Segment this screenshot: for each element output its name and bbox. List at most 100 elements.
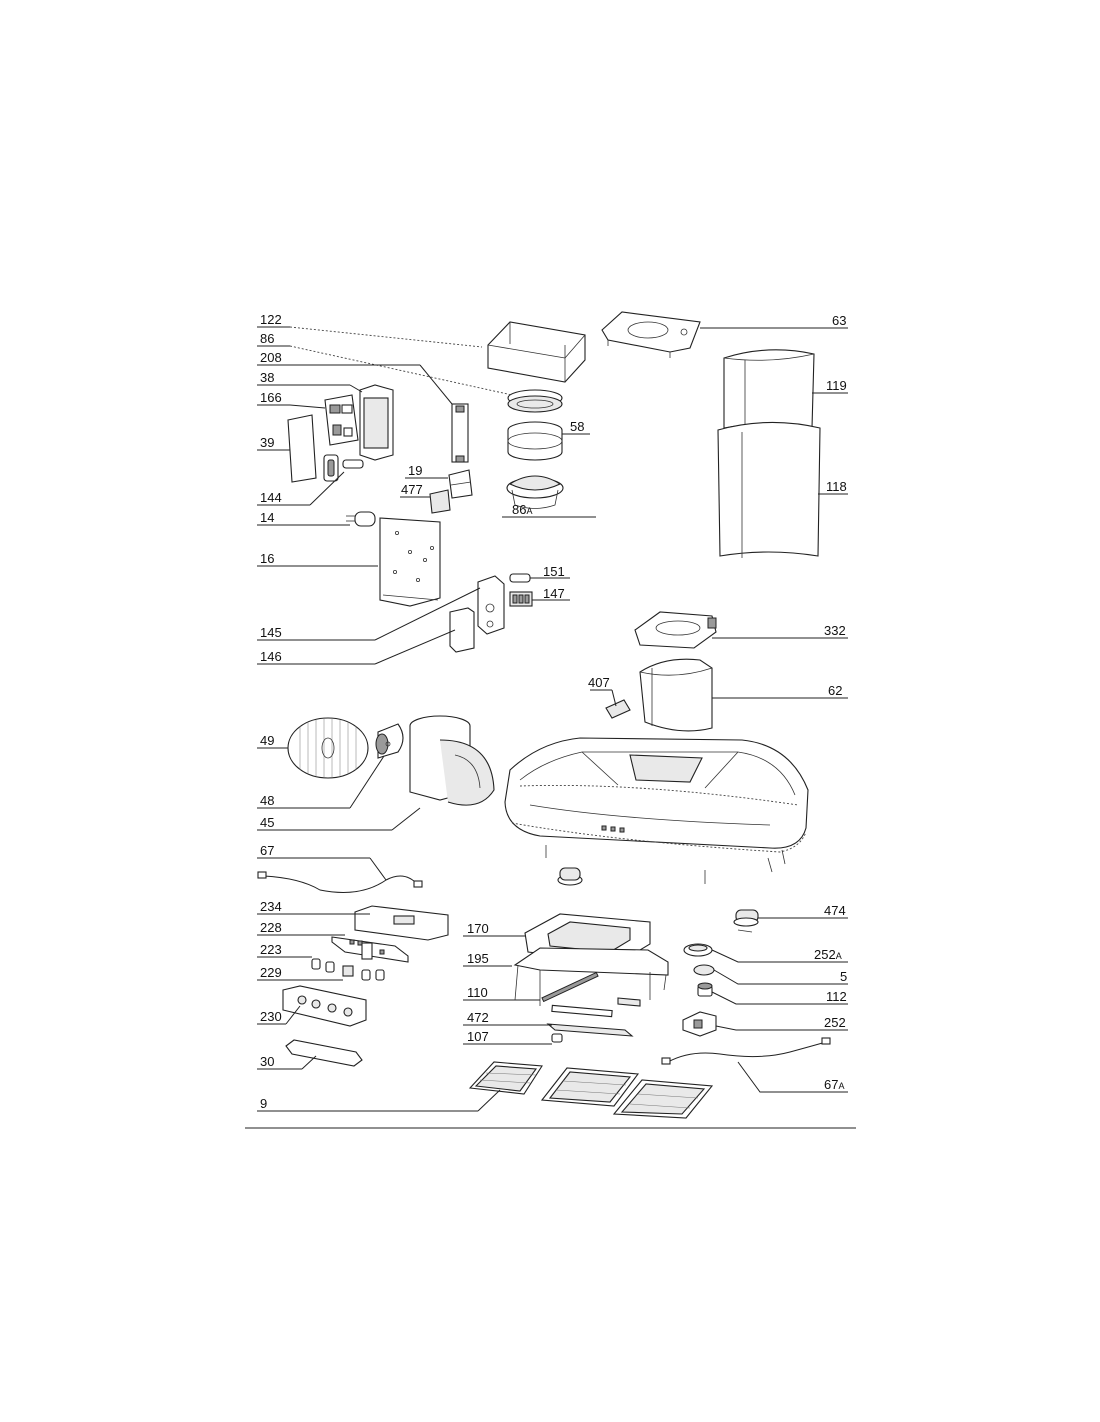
label-147: 147 — [543, 586, 565, 601]
label-229: 229 — [260, 965, 282, 980]
label-9: 9 — [260, 1096, 267, 1111]
label-234: 234 — [260, 899, 282, 914]
label-30: 30 — [260, 1054, 274, 1069]
part-332-motor-adapter — [634, 611, 717, 649]
part-45-blower-housing — [409, 715, 495, 806]
label-63: 63 — [832, 313, 846, 328]
part-5-lamp-glass — [693, 964, 715, 976]
part-228-switch-board — [331, 936, 409, 963]
label-195: 195 — [467, 951, 489, 966]
label-119: 119 — [826, 378, 847, 393]
label-166: 166 — [260, 390, 282, 405]
label-14: 14 — [260, 510, 274, 525]
label-107: 107 — [467, 1029, 489, 1044]
part-477-cover — [429, 489, 451, 514]
part-145-switch-block — [477, 575, 505, 635]
part-119-upper-chimney — [723, 349, 815, 429]
hood-screws — [545, 845, 786, 884]
part-67-cable — [257, 871, 423, 893]
part-48-motor — [375, 723, 404, 759]
label-223: 223 — [260, 942, 282, 957]
label-122: 122 — [260, 312, 282, 327]
part-86a-flap-valve — [506, 475, 564, 509]
part-39-cover-plate — [287, 414, 317, 483]
part-144-rocker-switches — [323, 454, 364, 482]
part-62-motor-housing — [639, 658, 713, 732]
label-86a-suffix: A — [526, 506, 532, 516]
part-252-lamp-socket — [682, 1011, 717, 1037]
label-477: 477 — [401, 482, 423, 497]
label-112: 112 — [826, 989, 847, 1004]
part-118-lower-chimney — [717, 421, 821, 558]
part-86-carbon-ring — [507, 389, 563, 413]
part-110-light-strip — [541, 971, 599, 1003]
part-19-bracket — [448, 469, 473, 499]
label-145: 145 — [260, 625, 282, 640]
part-9-grease-filter-center — [540, 1067, 640, 1107]
label-230: 230 — [260, 1009, 282, 1024]
label-86a: 86A — [512, 502, 532, 517]
label-472: 472 — [467, 1010, 489, 1025]
label-252a-suffix: A — [836, 951, 842, 961]
part-407-bracket — [605, 699, 631, 719]
part-223-small-knobs — [311, 958, 335, 973]
part-151-connector — [509, 573, 531, 583]
label-170: 170 — [467, 921, 489, 936]
hood-canopy — [504, 737, 809, 853]
label-16: 16 — [260, 551, 274, 566]
part-146-cover — [449, 607, 475, 653]
label-67a-number: 67 — [824, 1077, 838, 1092]
label-5: 5 — [840, 969, 847, 984]
part-252a-lamp-ring — [683, 943, 713, 957]
part-147-terminal-strip — [509, 591, 533, 607]
lamp-holder-left — [557, 867, 583, 886]
part-208-light-transformer — [451, 403, 469, 463]
part-229-push-buttons — [342, 965, 385, 981]
part-16-mounting-plate — [379, 517, 441, 607]
part-195-support-frame — [513, 947, 669, 1007]
label-39: 39 — [260, 435, 274, 450]
label-38: 38 — [260, 370, 274, 385]
label-252a-number: 252 — [814, 947, 836, 962]
label-62: 62 — [828, 683, 842, 698]
part-166-circuit-board — [324, 394, 359, 446]
part-9-grease-filter-right — [612, 1079, 714, 1119]
label-474: 474 — [824, 903, 846, 918]
part-67a-cable — [661, 1037, 831, 1065]
part-9-grease-filter-left — [468, 1061, 543, 1095]
part-474-lamp-holder — [733, 909, 759, 933]
label-86: 86 — [260, 331, 274, 346]
label-151: 151 — [543, 564, 565, 579]
part-234-control-frame — [354, 905, 449, 941]
part-107-clip — [551, 1033, 563, 1043]
label-208: 208 — [260, 350, 282, 365]
label-252a: 252A — [814, 947, 842, 962]
label-67: 67 — [260, 843, 274, 858]
label-228: 228 — [260, 920, 282, 935]
label-67a-suffix: A — [838, 1081, 844, 1091]
label-67a: 67A — [824, 1077, 844, 1092]
label-407: 407 — [588, 675, 610, 690]
part-14-capacitor — [346, 511, 376, 527]
label-252: 252 — [824, 1015, 846, 1030]
label-118: 118 — [826, 479, 847, 494]
label-146: 146 — [260, 649, 282, 664]
label-49: 49 — [260, 733, 274, 748]
label-19: 19 — [408, 463, 422, 478]
label-58: 58 — [570, 419, 584, 434]
part-122-duct-adapter — [487, 321, 586, 383]
part-49-fan-wheel — [287, 717, 369, 779]
part-112-bulb — [697, 982, 713, 997]
label-144: 144 — [260, 490, 282, 505]
part-30-handle-bar — [285, 1039, 363, 1067]
label-45: 45 — [260, 815, 274, 830]
part-472-strip — [546, 1004, 634, 1037]
part-63-ceiling-plate — [601, 311, 701, 358]
label-48: 48 — [260, 793, 274, 808]
label-86a-number: 86 — [512, 502, 526, 517]
part-38-control-box — [359, 384, 394, 461]
label-332: 332 — [824, 623, 846, 638]
part-230-control-panel — [282, 985, 367, 1027]
label-110: 110 — [467, 985, 488, 1000]
